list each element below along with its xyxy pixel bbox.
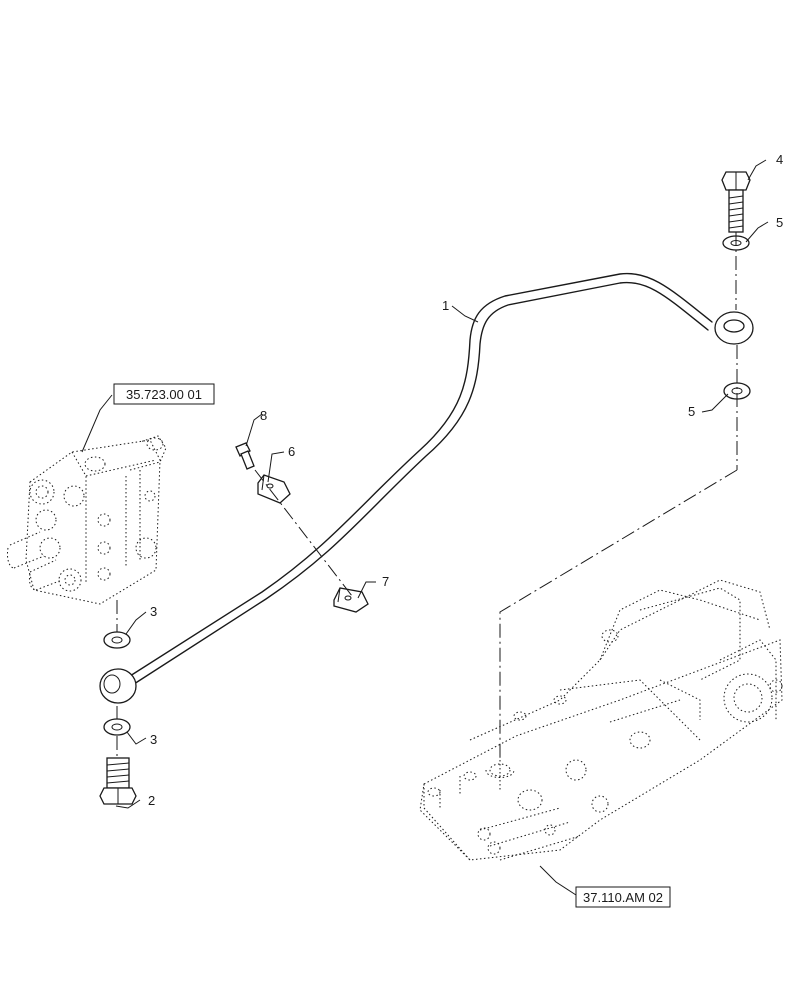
callout-5b: 5: [688, 404, 695, 419]
leader-lines: [81, 159, 769, 896]
hydraulic-tube: [99, 272, 754, 704]
control-valve-block: [7, 435, 167, 605]
ref-valve-label: 35.723.00 01: [126, 387, 202, 402]
callout-3a: 3: [150, 604, 157, 619]
clip-bolt: [235, 442, 255, 470]
ref-box-valve[interactable]: 35.723.00 01: [113, 383, 215, 405]
callout-4: 4: [776, 152, 783, 167]
callout-8: 8: [260, 408, 267, 423]
callout-3b: 3: [150, 732, 157, 747]
ref-cover-label: 37.110.AM 02: [583, 890, 663, 905]
centerline-clamps: [254, 469, 353, 597]
ref-box-cover[interactable]: 37.110.AM 02: [575, 886, 671, 908]
callout-7: 7: [382, 574, 389, 589]
lift-cover-housing: [419, 579, 783, 861]
callout-1: 1: [442, 298, 449, 313]
washer-3-lower: [103, 718, 131, 736]
bolt-part: [721, 171, 751, 233]
clamp-upper: [257, 474, 291, 504]
clamp-lower: [333, 587, 369, 613]
callout-2: 2: [148, 793, 155, 808]
banjo-bolt: [99, 757, 137, 805]
callout-6: 6: [288, 444, 295, 459]
washer-3-upper: [103, 631, 131, 649]
centerline-right: [499, 232, 738, 760]
callouts: 1 2 3 3 4 5 5 6 7 8: [148, 152, 783, 808]
callout-5a: 5: [776, 215, 783, 230]
